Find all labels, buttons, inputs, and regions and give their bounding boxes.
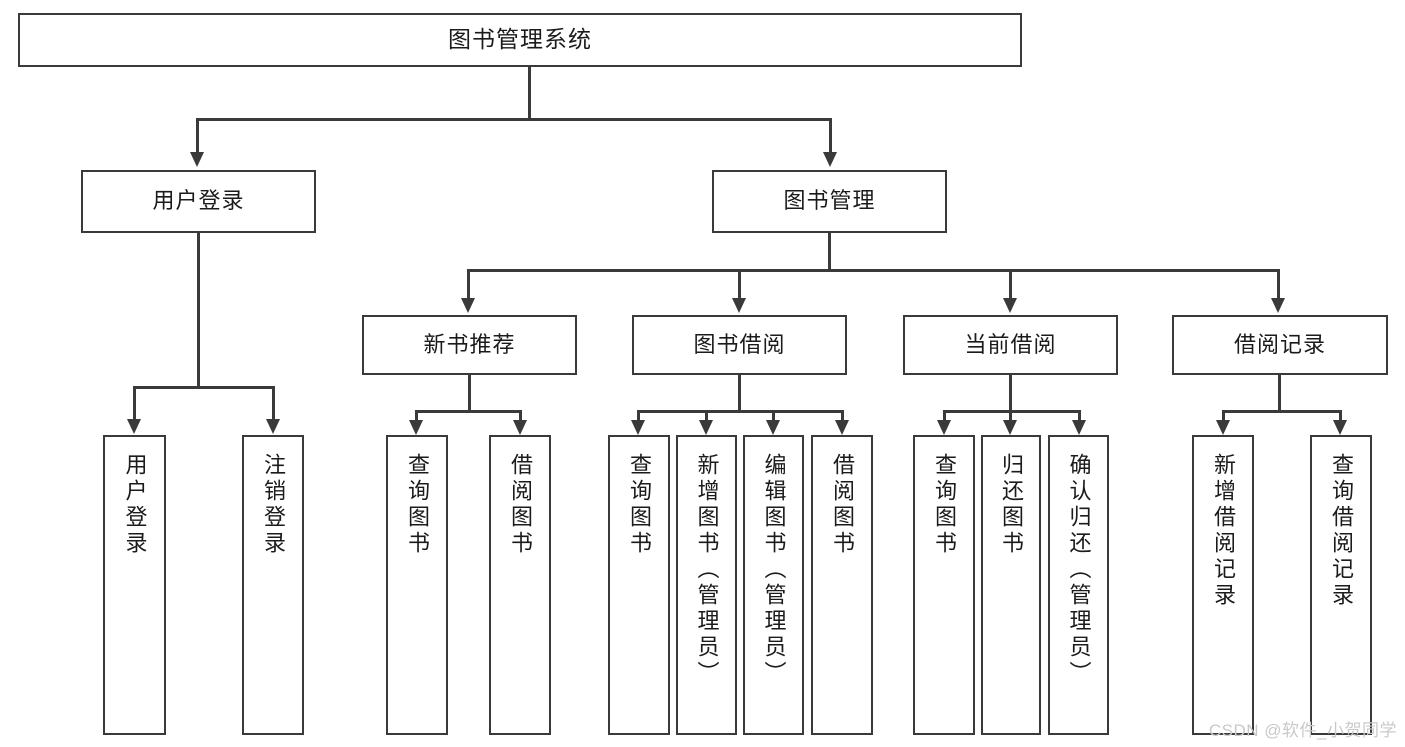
connector-book-mgmt-drop-2 [738,269,741,301]
connector-current-drop-3 [1078,410,1081,424]
leaf-logout[interactable]: 注销登录 [242,435,304,735]
connector-record-drop-1 [1222,410,1225,424]
connector-borrow-drop-3 [772,410,775,424]
leaf-current-return-book[interactable]: 归还图书 [981,435,1041,735]
node-book-borrow[interactable]: 图书借阅 [632,315,847,375]
arrowhead-icon [1333,420,1347,435]
connector-borrow-drop-4 [841,410,844,424]
arrowhead-icon [127,419,141,434]
node-label: 借阅记录 [1233,331,1326,357]
node-new-book-recommend[interactable]: 新书推荐 [362,315,577,375]
node-label: 图书管理系统 [448,26,592,53]
node-label: 归还图书 [999,453,1024,557]
node-user-login[interactable]: 用户登录 [81,170,316,233]
connector-user-login-stem [197,233,200,387]
connector-record-bus [1222,410,1341,413]
node-label: 编辑图书（管理员） [761,453,787,687]
node-label: 新书推荐 [423,331,516,357]
node-borrow-record[interactable]: 借阅记录 [1172,315,1388,375]
connector-recommend-stem [468,375,471,411]
node-label: 注销登录 [261,453,286,557]
connector-borrow-stem [738,375,741,411]
connector-user-login-bus [133,386,274,389]
connector-book-mgmt-drop-1 [467,269,470,301]
connector-recommend-drop-2 [519,410,522,424]
node-current-borrow[interactable]: 当前借阅 [903,315,1118,375]
arrowhead-icon [835,420,849,435]
leaf-user-login[interactable]: 用户登录 [103,435,166,735]
node-label: 新增图书（管理员） [694,453,720,687]
leaf-borrow-borrow-book[interactable]: 借阅图书 [811,435,873,735]
node-label: 图书借阅 [693,331,786,357]
arrowhead-icon [766,420,780,435]
connector-user-login-drop-2 [272,386,275,422]
connector-recommend-drop-1 [415,410,418,424]
node-label: 用户登录 [122,453,148,557]
connector-root-to-user-login [196,118,199,156]
arrowhead-icon [1003,298,1017,313]
node-label: 查询图书 [627,453,652,557]
node-label: 当前借阅 [964,331,1057,357]
leaf-recommend-query-book[interactable]: 查询图书 [386,435,448,735]
arrowhead-icon [513,420,527,435]
arrowhead-icon [1003,420,1017,435]
node-label: 图书管理 [783,188,876,214]
node-label: 用户登录 [152,188,245,214]
arrowhead-icon [699,420,713,435]
arrowhead-icon [937,420,951,435]
arrowhead-icon [823,152,837,167]
connector-borrow-drop-1 [637,410,640,424]
connector-record-stem [1278,375,1281,411]
connector-root-bus [196,118,832,121]
node-label: 查询图书 [405,453,430,557]
connector-book-mgmt-drop-3 [1009,269,1012,301]
arrowhead-icon [631,420,645,435]
connector-book-mgmt-bus [467,269,1279,272]
leaf-current-confirm-return-admin[interactable]: 确认归还（管理员） [1048,435,1109,735]
connector-record-drop-2 [1339,410,1342,424]
arrowhead-icon [266,419,280,434]
leaf-record-add-record[interactable]: 新增借阅记录 [1192,435,1254,735]
arrowhead-icon [1216,420,1230,435]
connector-borrow-drop-2 [705,410,708,424]
connector-current-drop-2 [1009,410,1012,424]
leaf-current-query-book[interactable]: 查询图书 [913,435,975,735]
arrowhead-icon [1072,420,1086,435]
node-root-system[interactable]: 图书管理系统 [18,13,1022,67]
leaf-borrow-edit-book-admin[interactable]: 编辑图书（管理员） [743,435,804,735]
connector-current-drop-1 [943,410,946,424]
arrowhead-icon [732,298,746,313]
leaf-recommend-borrow-book[interactable]: 借阅图书 [489,435,551,735]
connector-recommend-bus [415,410,522,413]
connector-current-bus [943,410,1080,413]
connector-user-login-drop-1 [133,386,136,422]
node-label: 新增借阅记录 [1211,453,1236,609]
connector-current-stem [1009,375,1012,411]
leaf-record-query-record[interactable]: 查询借阅记录 [1310,435,1372,735]
leaf-borrow-query-book[interactable]: 查询图书 [608,435,670,735]
arrowhead-icon [1271,298,1285,313]
arrowhead-icon [409,420,423,435]
connector-root-to-book-mgmt [829,118,832,156]
node-book-management[interactable]: 图书管理 [712,170,947,233]
arrowhead-icon [190,152,204,167]
connector-borrow-bus [637,410,843,413]
connector-root-stem [528,67,531,119]
leaf-borrow-add-book-admin[interactable]: 新增图书（管理员） [676,435,737,735]
connector-book-mgmt-drop-4 [1277,269,1280,301]
node-label: 查询借阅记录 [1329,453,1354,609]
node-label: 借阅图书 [508,453,533,557]
arrowhead-icon [461,298,475,313]
node-label: 借阅图书 [830,453,855,557]
connector-book-mgmt-stem [828,233,831,270]
node-label: 查询图书 [932,453,957,557]
node-label: 确认归还（管理员） [1066,453,1092,687]
